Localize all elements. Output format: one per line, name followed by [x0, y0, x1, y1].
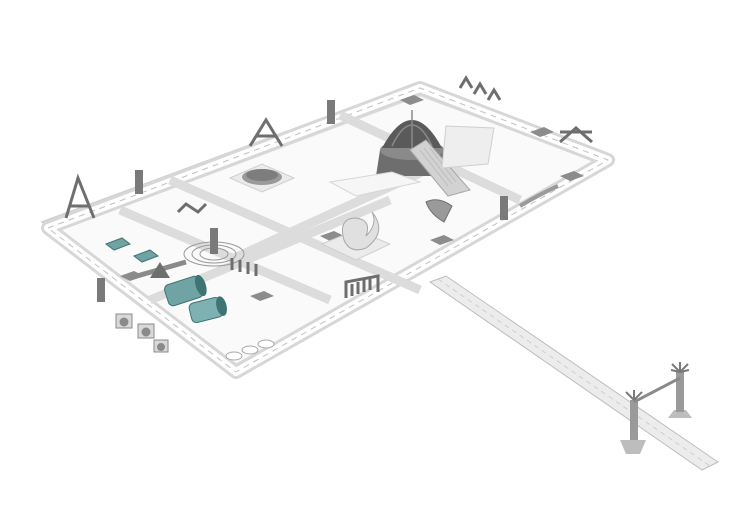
- stepping-stones: [225, 339, 275, 361]
- palm-poles: [97, 100, 508, 302]
- pier-walkway: [428, 275, 719, 471]
- frame-structures: [64, 75, 593, 298]
- dome-pavilion: [328, 110, 495, 197]
- arch-panels: [115, 313, 169, 353]
- pier-gate: [620, 362, 692, 454]
- spiral-platform: [183, 228, 245, 267]
- staircase: [409, 139, 471, 197]
- seesaw: [129, 259, 187, 281]
- swirl-sculpture: [320, 211, 392, 261]
- teal-barrels: [104, 237, 227, 324]
- carousel: [228, 163, 296, 193]
- perimeter-road: [41, 81, 615, 379]
- palm-icon: [625, 362, 690, 401]
- slide-structure: [425, 184, 559, 223]
